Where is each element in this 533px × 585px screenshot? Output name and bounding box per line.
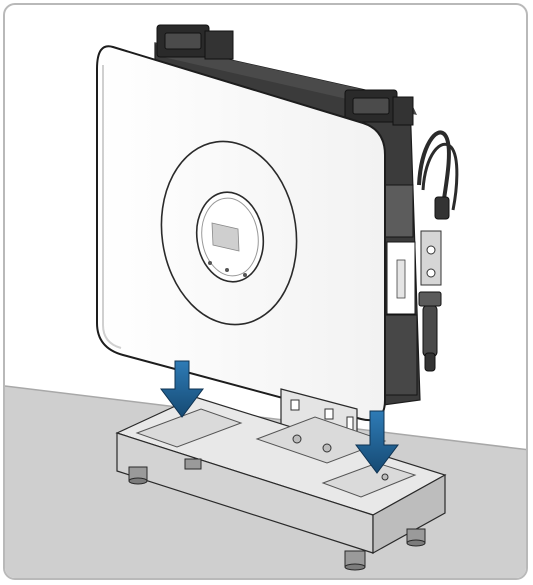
- stand-foot: [128, 466, 148, 485]
- lid-outer-ring: [160, 140, 298, 326]
- antenna-bracket: [420, 230, 442, 286]
- connection-cover: [384, 184, 414, 238]
- top-handle-right: [344, 89, 414, 126]
- enclosure-lid: [96, 45, 386, 422]
- stand-foot: [406, 528, 426, 547]
- display-screen: [211, 222, 240, 252]
- down-arrow-left-icon: [160, 360, 204, 418]
- stand-foot: [184, 458, 202, 470]
- top-handle-left: [156, 24, 234, 60]
- status-led: [208, 261, 212, 265]
- inverter-mounting-illustration: [5, 24, 526, 578]
- plug-connector: [422, 304, 438, 358]
- down-arrow-right-icon: [355, 410, 399, 474]
- illustration-frame: [3, 3, 528, 580]
- cable: [417, 130, 451, 206]
- floor-stand: [115, 396, 447, 571]
- stand-foot: [344, 550, 366, 571]
